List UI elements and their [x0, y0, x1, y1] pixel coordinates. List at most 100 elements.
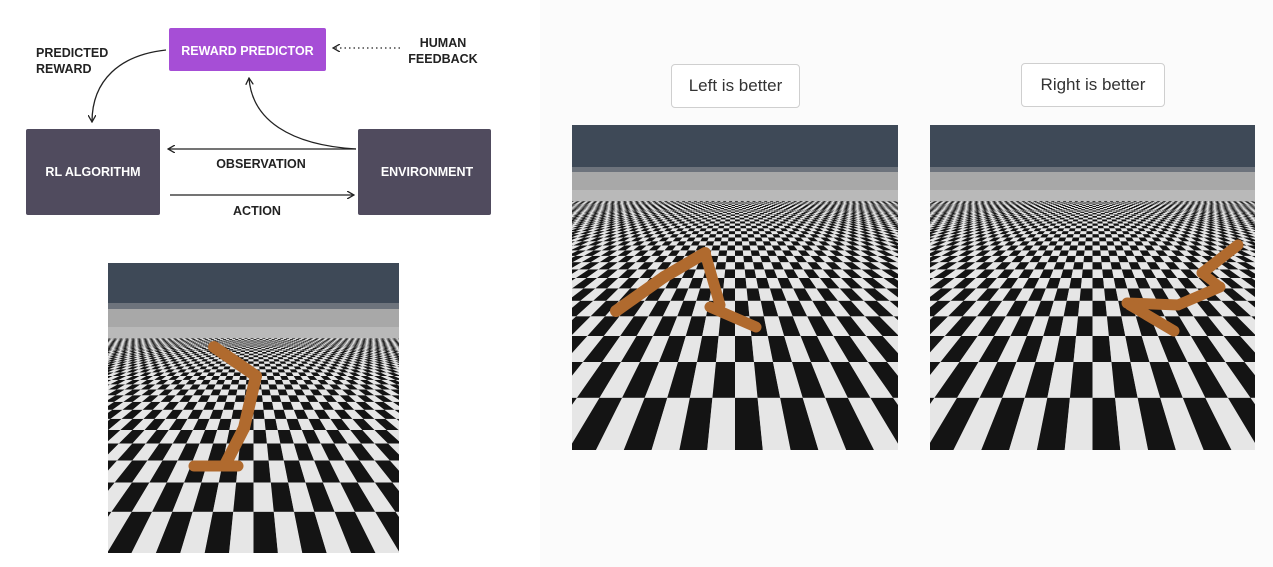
floor-tile	[337, 369, 349, 373]
human-feedback-label-line2: FEEDBACK	[408, 52, 477, 66]
floor-tile	[193, 341, 199, 343]
predicted-reward-label-line2: REWARD	[36, 62, 92, 76]
floor-tile	[382, 353, 393, 356]
floor-tile	[195, 344, 201, 346]
floor-tile	[209, 361, 217, 364]
floor-tile	[221, 384, 231, 390]
floor-tile	[169, 347, 176, 350]
floor-tile	[151, 345, 159, 347]
floor-tile	[291, 363, 300, 367]
floor-tile	[321, 384, 334, 390]
floor-tile	[123, 341, 130, 343]
floor-tile	[161, 343, 168, 345]
floor-tile	[176, 339, 182, 340]
floor-tile	[335, 372, 348, 376]
floor-tile	[182, 375, 194, 380]
floor-tile	[239, 355, 245, 358]
floor-tile	[271, 345, 277, 347]
floor-tile	[340, 342, 347, 344]
floor-tile	[186, 429, 206, 444]
floor-tile	[383, 355, 394, 358]
floor-tile	[325, 343, 332, 345]
floor-tile	[178, 349, 186, 351]
floor-tile	[111, 339, 118, 341]
floor-tile	[169, 344, 176, 346]
floor-tile	[232, 343, 237, 345]
floor-tile	[282, 350, 288, 352]
floor-tile	[218, 339, 223, 341]
floor-tile	[168, 351, 177, 354]
floor-tile	[304, 340, 309, 342]
floor-tile	[193, 418, 210, 430]
floor-tile	[335, 347, 342, 350]
floor-tile	[339, 346, 347, 348]
floor-tile	[139, 366, 151, 370]
floor-tile	[270, 482, 295, 512]
floor-tile	[300, 345, 307, 347]
floor-tile	[270, 395, 282, 402]
floor-tile	[124, 351, 134, 354]
floor-tile	[293, 349, 300, 351]
floor-tile	[322, 345, 329, 347]
floor-tile	[367, 339, 374, 341]
floor-tile	[275, 340, 280, 342]
floor-tile	[129, 346, 137, 348]
floor-tile	[264, 363, 271, 367]
floor-tile	[188, 357, 196, 360]
floor-tile	[301, 369, 311, 373]
floor-tile	[156, 384, 171, 390]
floor-tile	[266, 340, 270, 342]
floor-tile	[243, 355, 249, 358]
floor-tile	[265, 349, 271, 351]
floor-tile	[304, 372, 314, 376]
floor-tile	[293, 375, 304, 380]
floor-tile	[354, 409, 375, 419]
floor-tile	[215, 361, 223, 364]
floor-tile	[342, 340, 348, 342]
floor-tile	[249, 347, 254, 350]
floor-tile	[396, 346, 399, 348]
floor-tile	[148, 384, 164, 390]
floor-tile	[355, 346, 363, 348]
floor-tile	[227, 345, 232, 347]
floor-tile	[262, 401, 274, 410]
floor-tile	[339, 366, 350, 370]
floor-tile	[273, 359, 280, 362]
floor-tile	[159, 341, 166, 343]
floor-tile	[349, 357, 359, 360]
floor-tile	[137, 347, 145, 350]
floor-tile	[262, 353, 268, 356]
floor-tile	[341, 349, 349, 351]
floor-tile	[290, 339, 295, 341]
floor-tile	[326, 351, 334, 354]
floor-tile	[297, 340, 303, 342]
floor-tile	[155, 511, 193, 553]
floor-tile	[223, 345, 228, 347]
floor-tile	[384, 345, 393, 347]
floor-tile	[260, 344, 265, 346]
floor-tile	[361, 372, 375, 376]
floor-tile	[163, 366, 174, 370]
floor-tile	[190, 355, 198, 358]
floor-tile	[374, 379, 390, 385]
floor-tile	[253, 418, 266, 430]
floor-tile	[150, 389, 166, 396]
floor-tile	[320, 344, 327, 346]
floor-tile	[298, 343, 304, 345]
floor-tile	[132, 443, 160, 461]
floor-tile	[175, 375, 187, 380]
floor-tile	[198, 361, 207, 364]
floor-tile	[388, 339, 396, 340]
floor-tile	[178, 379, 190, 385]
floor-tile	[156, 418, 177, 430]
floor-tile	[302, 341, 307, 343]
floor-tile	[115, 343, 123, 345]
floor-tile	[376, 339, 384, 341]
floor-tile	[178, 340, 184, 342]
floor-tile	[289, 339, 294, 340]
floor-tile	[133, 366, 145, 370]
floor-tile	[129, 340, 137, 342]
floor-tile	[223, 401, 235, 410]
floor-tile	[285, 355, 293, 358]
floor-tile	[286, 339, 291, 340]
